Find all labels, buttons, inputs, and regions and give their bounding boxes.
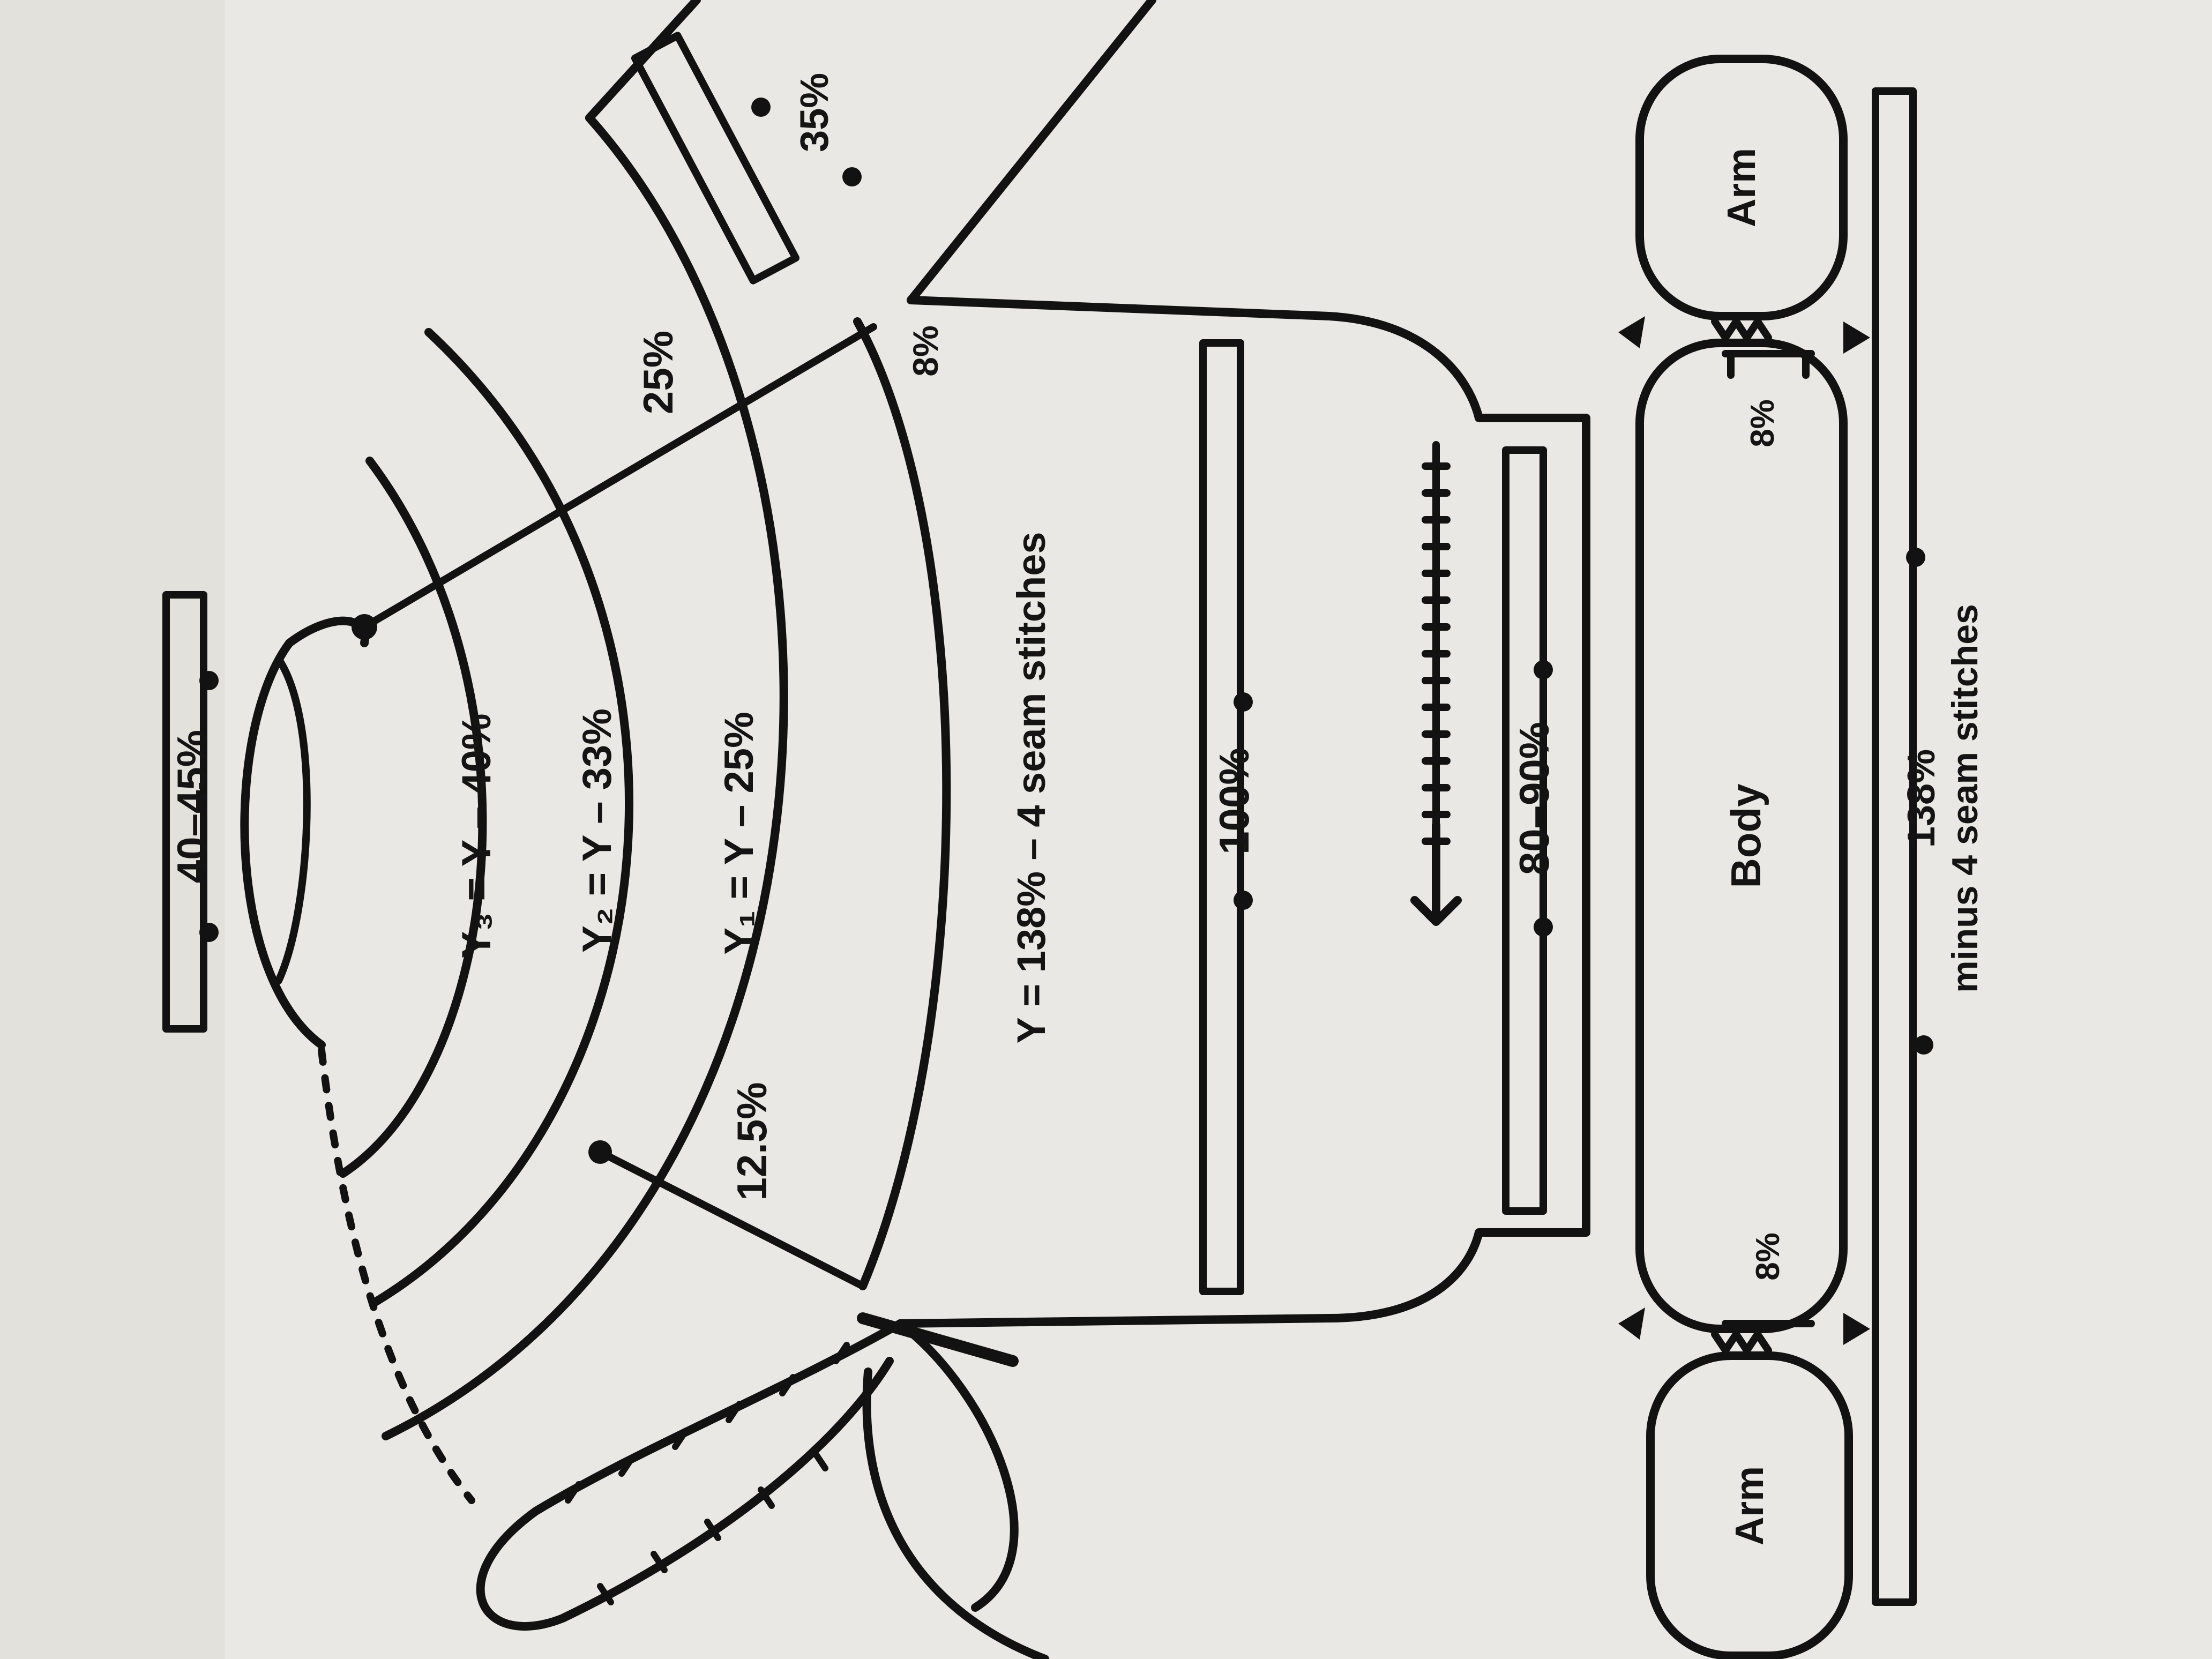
marker-triangle <box>1843 1313 1870 1345</box>
total-measure-dot <box>1906 548 1925 567</box>
yoke-base <box>853 317 951 1290</box>
ribbing-dot <box>1534 660 1553 679</box>
total-measure-dot <box>1914 1035 1933 1055</box>
underarm-zigzag-left <box>1711 1320 1815 1354</box>
yoke-ring-1-label: Y₁ = Y – 25% <box>716 712 762 954</box>
arm-right-label: Arm <box>1719 148 1763 227</box>
raglan-point-left <box>588 1140 612 1164</box>
raglan-right-label: 25% <box>634 331 682 414</box>
raglan-left-label: 12.5% <box>728 1082 775 1200</box>
marker-triangle <box>1843 322 1870 354</box>
yoke-base-label: Y = 138% – 4 seam stitches <box>1009 532 1053 1043</box>
body-width-label: 100% <box>1210 748 1258 855</box>
marker-triangle <box>1618 316 1645 348</box>
stitch-marks <box>565 1342 850 1605</box>
marker-triangle <box>1618 1307 1645 1340</box>
body-shape <box>1635 339 1848 1333</box>
ribbing-dot <box>1534 917 1553 937</box>
neck-label: 40–45% <box>168 730 215 883</box>
sleeve-measure-dot <box>751 98 771 117</box>
yoke-ring-2 <box>371 328 634 1306</box>
sleeve-top-outline <box>585 0 1156 304</box>
neck-opening <box>240 616 369 1049</box>
neck-measure-dot <box>199 671 219 690</box>
neck-measure-bar <box>162 591 207 1033</box>
underarm-right-label: 8% <box>906 325 945 376</box>
paper-shadow <box>0 0 225 1659</box>
underarm-zigzag-right <box>1711 318 1815 357</box>
body-width-bar <box>1199 339 1244 1295</box>
layout-strip: Arm Body Arm 8% 8% 138% minus 4 seam sti… <box>1618 55 1985 1659</box>
ribbing-band <box>1502 446 1547 1215</box>
yoke-diagram: 40–45% Y₃ = Y – 40% Y₂ = Y – 33% Y₁ = Y … <box>162 0 1156 1659</box>
total-sublabel: minus 4 seam stitches <box>1945 604 1985 993</box>
arm-left-label: Arm <box>1727 1466 1772 1545</box>
yoke-ring-2-label: Y₂ = Y – 33% <box>574 708 620 953</box>
body-width-dot <box>1234 692 1253 712</box>
total-label: 138% <box>1900 749 1943 848</box>
body-width-dot <box>1234 891 1253 910</box>
sleeve-top-measure-bar <box>631 32 800 285</box>
yoke-ring-3 <box>339 457 487 1178</box>
left-sleeve-outline <box>862 1319 1049 1659</box>
yoke-dashed-edge <box>318 1047 475 1504</box>
yoke-ring-3-label: Y₃ = Y – 40% <box>454 713 499 958</box>
underarm-bracket-right <box>1727 350 1810 379</box>
neck-inner-line <box>275 655 311 984</box>
body-outline <box>896 296 1590 1328</box>
ribbing-stitches <box>1422 441 1451 888</box>
ribbing-direction-arrow <box>1410 821 1462 926</box>
underarm-left-strip-label: 8% <box>1750 1232 1787 1281</box>
yoke-ring-1 <box>382 114 788 1440</box>
arm-right-shape <box>1635 55 1848 320</box>
arm-left-shape <box>1646 1351 1853 1659</box>
ribbing-label: 80–90% <box>1511 722 1558 875</box>
underarm-right-strip-label: 8% <box>1744 399 1781 447</box>
neck-measure-dot <box>199 923 219 942</box>
sleeve-top-label: 35% <box>792 73 836 152</box>
raglan-line-left <box>596 1148 866 1290</box>
sleeve-measure-dot <box>842 167 862 186</box>
raglan-point-right <box>352 614 377 640</box>
raglan-line-right <box>361 323 877 631</box>
body-label: Body <box>1722 784 1769 888</box>
body-piece: 100% 80–90% <box>896 296 1590 1328</box>
underarm-join-left <box>857 1312 1019 1367</box>
total-measure-bar <box>1872 87 1917 1606</box>
